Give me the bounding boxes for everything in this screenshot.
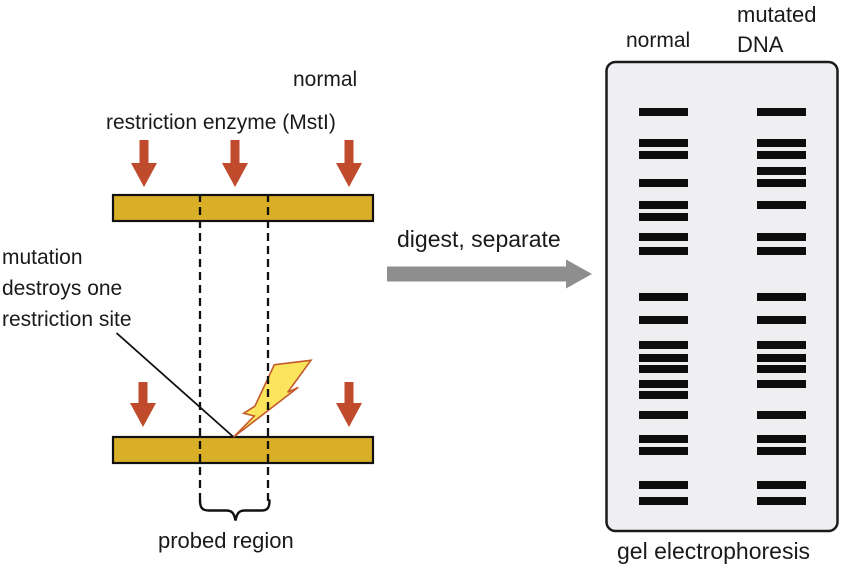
gel-band <box>757 167 806 175</box>
gel-band <box>757 341 806 349</box>
gel-bands <box>639 108 806 505</box>
gel-band <box>639 481 688 489</box>
gel-band <box>639 293 688 301</box>
gel-band <box>639 365 688 373</box>
digest-arrow-icon <box>387 259 592 289</box>
gel-electrophoresis-caption: gel electrophoresis <box>617 538 811 564</box>
gel-band <box>757 435 806 443</box>
normal-dna-label: normal <box>293 68 358 91</box>
probed-region-brace <box>198 499 271 521</box>
enzyme-arrow-top-2 <box>222 140 248 187</box>
restriction-enzyme-label: restriction enzyme (MstI) <box>106 111 336 134</box>
gel-lane-normal-label: normal <box>626 29 691 52</box>
gel-band <box>757 151 806 159</box>
gel-band <box>757 481 806 489</box>
gel-band <box>757 179 806 187</box>
mutation-note-line1: mutation <box>2 246 83 269</box>
gel-band <box>639 201 688 209</box>
probed-region-label: probed region <box>158 528 294 553</box>
gel-band <box>639 151 688 159</box>
gel-band <box>757 247 806 255</box>
gel-band <box>639 411 688 419</box>
enzyme-arrow-bottom-1 <box>130 382 156 427</box>
gel-band <box>639 391 688 399</box>
digest-separate-label: digest, separate <box>397 226 561 252</box>
mutation-pointer-line <box>115 332 235 438</box>
gel-lane-mutated-label-line2: DNA <box>737 32 784 57</box>
gel-band <box>757 293 806 301</box>
gel-band <box>757 447 806 455</box>
gel-band <box>639 139 688 147</box>
gel-band <box>639 179 688 187</box>
gel-band <box>757 316 806 324</box>
gel-band <box>639 108 688 116</box>
dna-bar-normal <box>111 193 375 223</box>
gel-band <box>639 233 688 241</box>
dna-bar-mutated <box>111 435 375 465</box>
gel-band <box>639 354 688 362</box>
gel-band <box>757 108 806 116</box>
gel-band <box>757 139 806 147</box>
gel-band <box>757 365 806 373</box>
gel-band <box>639 497 688 505</box>
gel-band <box>639 316 688 324</box>
gel-band <box>639 435 688 443</box>
gel-band <box>639 213 688 221</box>
gel-band <box>639 447 688 455</box>
gel-band <box>639 341 688 349</box>
enzyme-arrow-bottom-2 <box>336 382 362 427</box>
gel-band <box>639 247 688 255</box>
gel-band <box>757 201 806 209</box>
gel-band <box>757 497 806 505</box>
gel-lane-mutated-label-line1: mutated <box>737 2 817 27</box>
enzyme-arrow-top-1 <box>131 140 157 187</box>
enzyme-arrow-top-3 <box>336 140 362 187</box>
mutation-note-line3: restriction site <box>2 308 132 331</box>
mutation-note-line2: destroys one <box>2 277 123 300</box>
gel-band <box>639 380 688 388</box>
gel-band <box>757 233 806 241</box>
gel-lane-mutated-label: mutated DNA <box>737 0 817 60</box>
lightning-bolt-outline <box>232 359 313 438</box>
mutation-note: mutation destroys one restriction site <box>2 242 132 335</box>
gel-band <box>757 411 806 419</box>
gel-band <box>757 380 806 388</box>
gel-band <box>757 354 806 362</box>
